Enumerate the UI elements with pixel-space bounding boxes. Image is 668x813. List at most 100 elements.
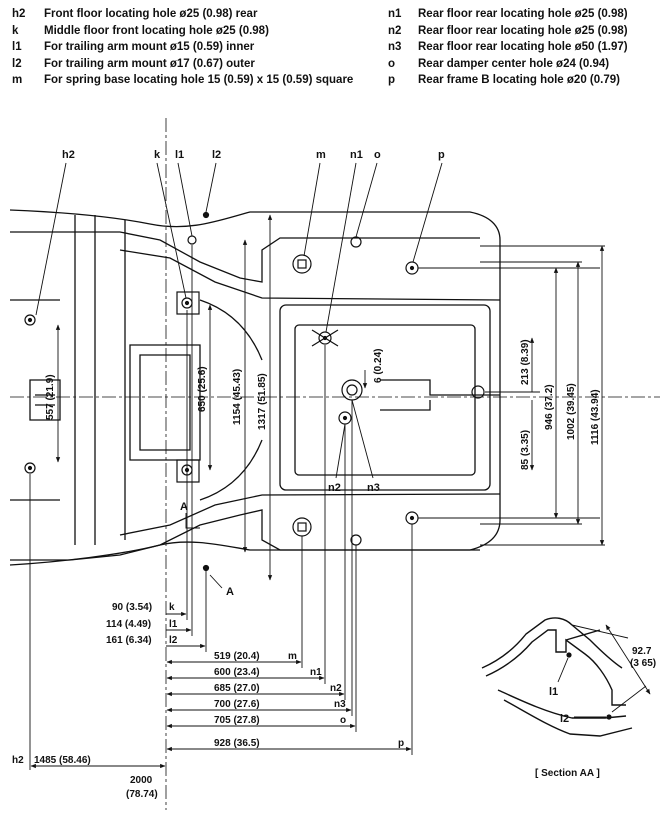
legend-text: Rear frame B locating hole ø20 (0.79) (418, 74, 620, 86)
hole-n2 (338, 411, 352, 425)
dim-114: 114 (4.49) (106, 619, 151, 630)
hole-h2-lower (24, 462, 36, 474)
locating-holes (24, 211, 485, 572)
dim-161: 161 (6.34) (106, 635, 152, 646)
dim-2000: 2000 (130, 775, 153, 786)
dim-1116: 1116 (43.94) (590, 389, 601, 445)
hole-k-lower (176, 459, 200, 483)
legend-code: n2 (388, 24, 402, 37)
dim-1154: 1154 (45.43) (232, 369, 243, 425)
hole-k-upper (176, 291, 200, 315)
callout-l2: l2 (212, 149, 221, 161)
dim-685-ref: n2 (330, 683, 342, 694)
hole-l2-lower (202, 564, 210, 572)
callout-m: m (316, 149, 326, 161)
underbody-outline (9, 209, 501, 566)
hole-l2-upper (202, 211, 210, 219)
legend-row-l2: l2 For trailing arm mount ø17 (0.67) oute… (12, 56, 353, 73)
dim-1317: 1317 (51.85) (257, 373, 268, 430)
dim-h2-code: h2 (12, 755, 24, 766)
legend-row-m: m For spring base locating hole 15 (0.59)… (12, 72, 353, 89)
callout-k: k (154, 149, 161, 161)
legend-code: p (388, 74, 396, 86)
section-label-l2: l2 (560, 713, 569, 725)
hole-damper (471, 385, 485, 399)
dim-700-ref: n3 (334, 699, 346, 710)
legend-row-p: p Rear frame B locating hole ø20 (0.79) (388, 72, 628, 89)
hole-m-lower (292, 517, 312, 537)
callout-labels: h2 k l1 l2 m n1 o p n2 n3 A A (62, 149, 445, 598)
dim-600-ref: n1 (310, 667, 322, 678)
hole-p-upper (405, 261, 419, 275)
horizontal-dim-lines (29, 245, 413, 770)
dim-85: 85 (3.35) (520, 430, 531, 470)
section-aa: 92.7 (3 65) l1 l2 [ Section AA ] (481, 617, 656, 779)
legend-text: Rear floor rear locating hole ø50 (1.97) (418, 41, 628, 53)
legend-text: Rear floor rear locating hole ø25 (0.98) (418, 24, 628, 37)
dim-213: 213 (8.39) (520, 339, 531, 385)
callout-n1: n1 (350, 149, 363, 161)
section-point-l2 (606, 714, 612, 720)
section-caption: [ Section AA ] (535, 768, 600, 779)
callout-p: p (438, 149, 445, 161)
legend-code: l2 (12, 57, 22, 70)
callout-leaders (35, 162, 443, 589)
legend-code: m (12, 74, 23, 86)
dim-928: 928 (36.5) (214, 738, 260, 749)
dim-1485: 1485 (58.46) (34, 755, 91, 766)
legend-text: Rear floor rear locating hole ø25 (0.98) (418, 8, 628, 20)
section-dim-value-in: (3 65) (630, 658, 656, 669)
legend-row-h2: h2 Front floor locating hole ø25 (0.98) r… (12, 6, 353, 23)
dim-946: 946 (37.2) (544, 384, 555, 430)
legend-code: n1 (388, 8, 402, 20)
hole-h2-upper (24, 314, 36, 326)
dim-1002: 1002 (39.45) (566, 383, 577, 440)
legend-code: o (388, 57, 396, 70)
legend-text: For trailing arm mount ø17 (0.67) outer (44, 57, 255, 70)
dim-519: 519 (20.4) (214, 651, 260, 662)
section-leaders (557, 624, 651, 718)
dim-557: 557 (21.9) (45, 374, 56, 420)
dim-519-ref: m (288, 651, 297, 662)
legend-text: For spring base locating hole 15 (0.59) … (44, 74, 354, 86)
dim-6: 6 (0.24) (373, 349, 384, 383)
hole-l1-upper (187, 235, 197, 245)
dim-705: 705 (27.8) (214, 715, 260, 726)
legend-left: h2 Front floor locating hole ø25 (0.98) r… (12, 6, 353, 89)
hole-n1 (311, 329, 339, 347)
legend-code: n3 (388, 41, 402, 53)
callout-a-top: A (180, 501, 188, 513)
horizontal-dim-labels: 90 (3.54) k 114 (4.49) l1 161 (6.34) l2 … (12, 602, 404, 800)
legend-text: Front floor locating hole ø25 (0.98) rea… (44, 8, 258, 20)
dim-650: 650 (25.6) (197, 366, 208, 412)
dim-700: 700 (27.6) (214, 699, 260, 710)
hole-m-upper (292, 254, 312, 274)
callout-h2: h2 (62, 149, 75, 161)
callout-n3: n3 (367, 482, 380, 494)
dim-2000-in: (78.74) (126, 789, 158, 800)
hole-p-lower (405, 511, 419, 525)
legend-row-n1: n1 Rear floor rear locating hole ø25 (0.9… (388, 6, 628, 23)
dim-161-ref: l2 (169, 635, 178, 646)
legend-text: For trailing arm mount ø15 (0.59) inner (44, 41, 255, 53)
dim-90: 90 (3.54) (112, 602, 152, 613)
dim-705-ref: o (340, 715, 346, 726)
section-label-l1: l1 (549, 686, 558, 698)
callout-l1: l1 (175, 149, 184, 161)
dim-928-ref: p (398, 738, 404, 749)
callout-a-bottom: A (226, 586, 234, 598)
legend-code: h2 (12, 8, 26, 20)
vertical-dim-labels: 557 (21.9) 650 (25.6) 1154 (45.43) 1317 … (45, 339, 601, 470)
legend-text: Rear damper center hole ø24 (0.94) (418, 57, 610, 70)
legend-code: l1 (12, 41, 22, 53)
legend-row-o: o Rear damper center hole ø24 (0.94) (388, 56, 628, 73)
section-point-l1 (566, 652, 572, 658)
legend-row-l1: l1 For trailing arm mount ø15 (0.59) inne… (12, 39, 353, 56)
dim-114-ref: l1 (169, 619, 178, 630)
vertical-dim-lines (55, 214, 605, 581)
section-dim-value: 92.7 (632, 646, 652, 657)
callout-o: o (374, 149, 381, 161)
